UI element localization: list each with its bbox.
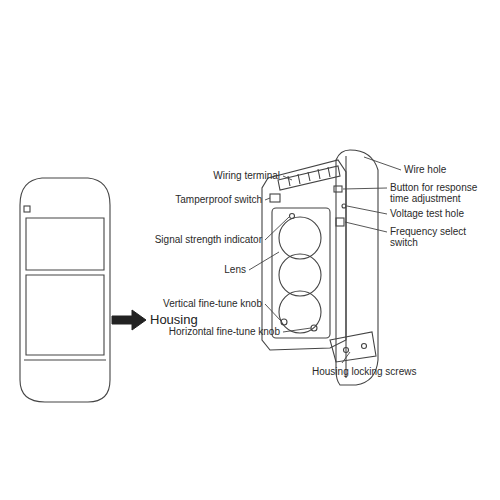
locking-screw [362, 344, 367, 349]
response-button [334, 186, 342, 192]
leader-line [265, 198, 270, 200]
lens [279, 254, 321, 296]
lens-frame [272, 208, 330, 338]
housing-seam [24, 359, 106, 360]
leader-line [249, 252, 279, 270]
part-label: Horizontal fine-tune knob [169, 326, 280, 337]
part-label: Tamperproof switch [175, 194, 262, 205]
frequency-switch [336, 218, 344, 226]
part-label: Lens [224, 264, 246, 275]
leader-line [345, 222, 387, 232]
terminal-screw [288, 176, 290, 186]
housing-band [26, 275, 104, 355]
part-label: Vertical fine-tune knob [163, 298, 262, 309]
tamperproof-switch [270, 194, 280, 202]
part-label: Signal strength indicator [155, 234, 262, 245]
leader-line [283, 328, 311, 332]
voltage-test-hole [342, 204, 346, 208]
leader-line [343, 188, 387, 189]
lens [279, 291, 321, 333]
part-label: Wiring terminal [213, 170, 280, 181]
housing-outline [20, 178, 110, 402]
part-label: Wire hole [404, 164, 446, 175]
part-label: Button for response time adjustment [390, 182, 486, 204]
leader-line [347, 206, 387, 214]
terminal-screw [308, 172, 310, 181]
leader-line [265, 217, 289, 240]
part-label: Housing locking screws [312, 366, 417, 377]
terminal-screw [328, 167, 330, 177]
leader-line [265, 304, 281, 321]
part-label: Voltage test hole [390, 208, 464, 219]
terminal-screw [318, 169, 320, 179]
part-title: Housing [150, 312, 198, 327]
housing-notch [24, 206, 30, 212]
part-label: Frequency select switch [390, 226, 468, 248]
locking-screw [344, 348, 349, 353]
base-bracket [330, 332, 376, 362]
terminal-screw [298, 174, 300, 184]
vertical-knob [281, 319, 287, 325]
terminal-block [278, 166, 340, 190]
housing-arrow [112, 310, 146, 330]
leader-line [283, 176, 292, 180]
horizontal-knob [311, 325, 317, 331]
housing-window [26, 218, 104, 270]
rear-cover [336, 150, 378, 385]
lens [279, 217, 321, 259]
leader-line [342, 352, 350, 363]
leader-line [364, 157, 401, 170]
